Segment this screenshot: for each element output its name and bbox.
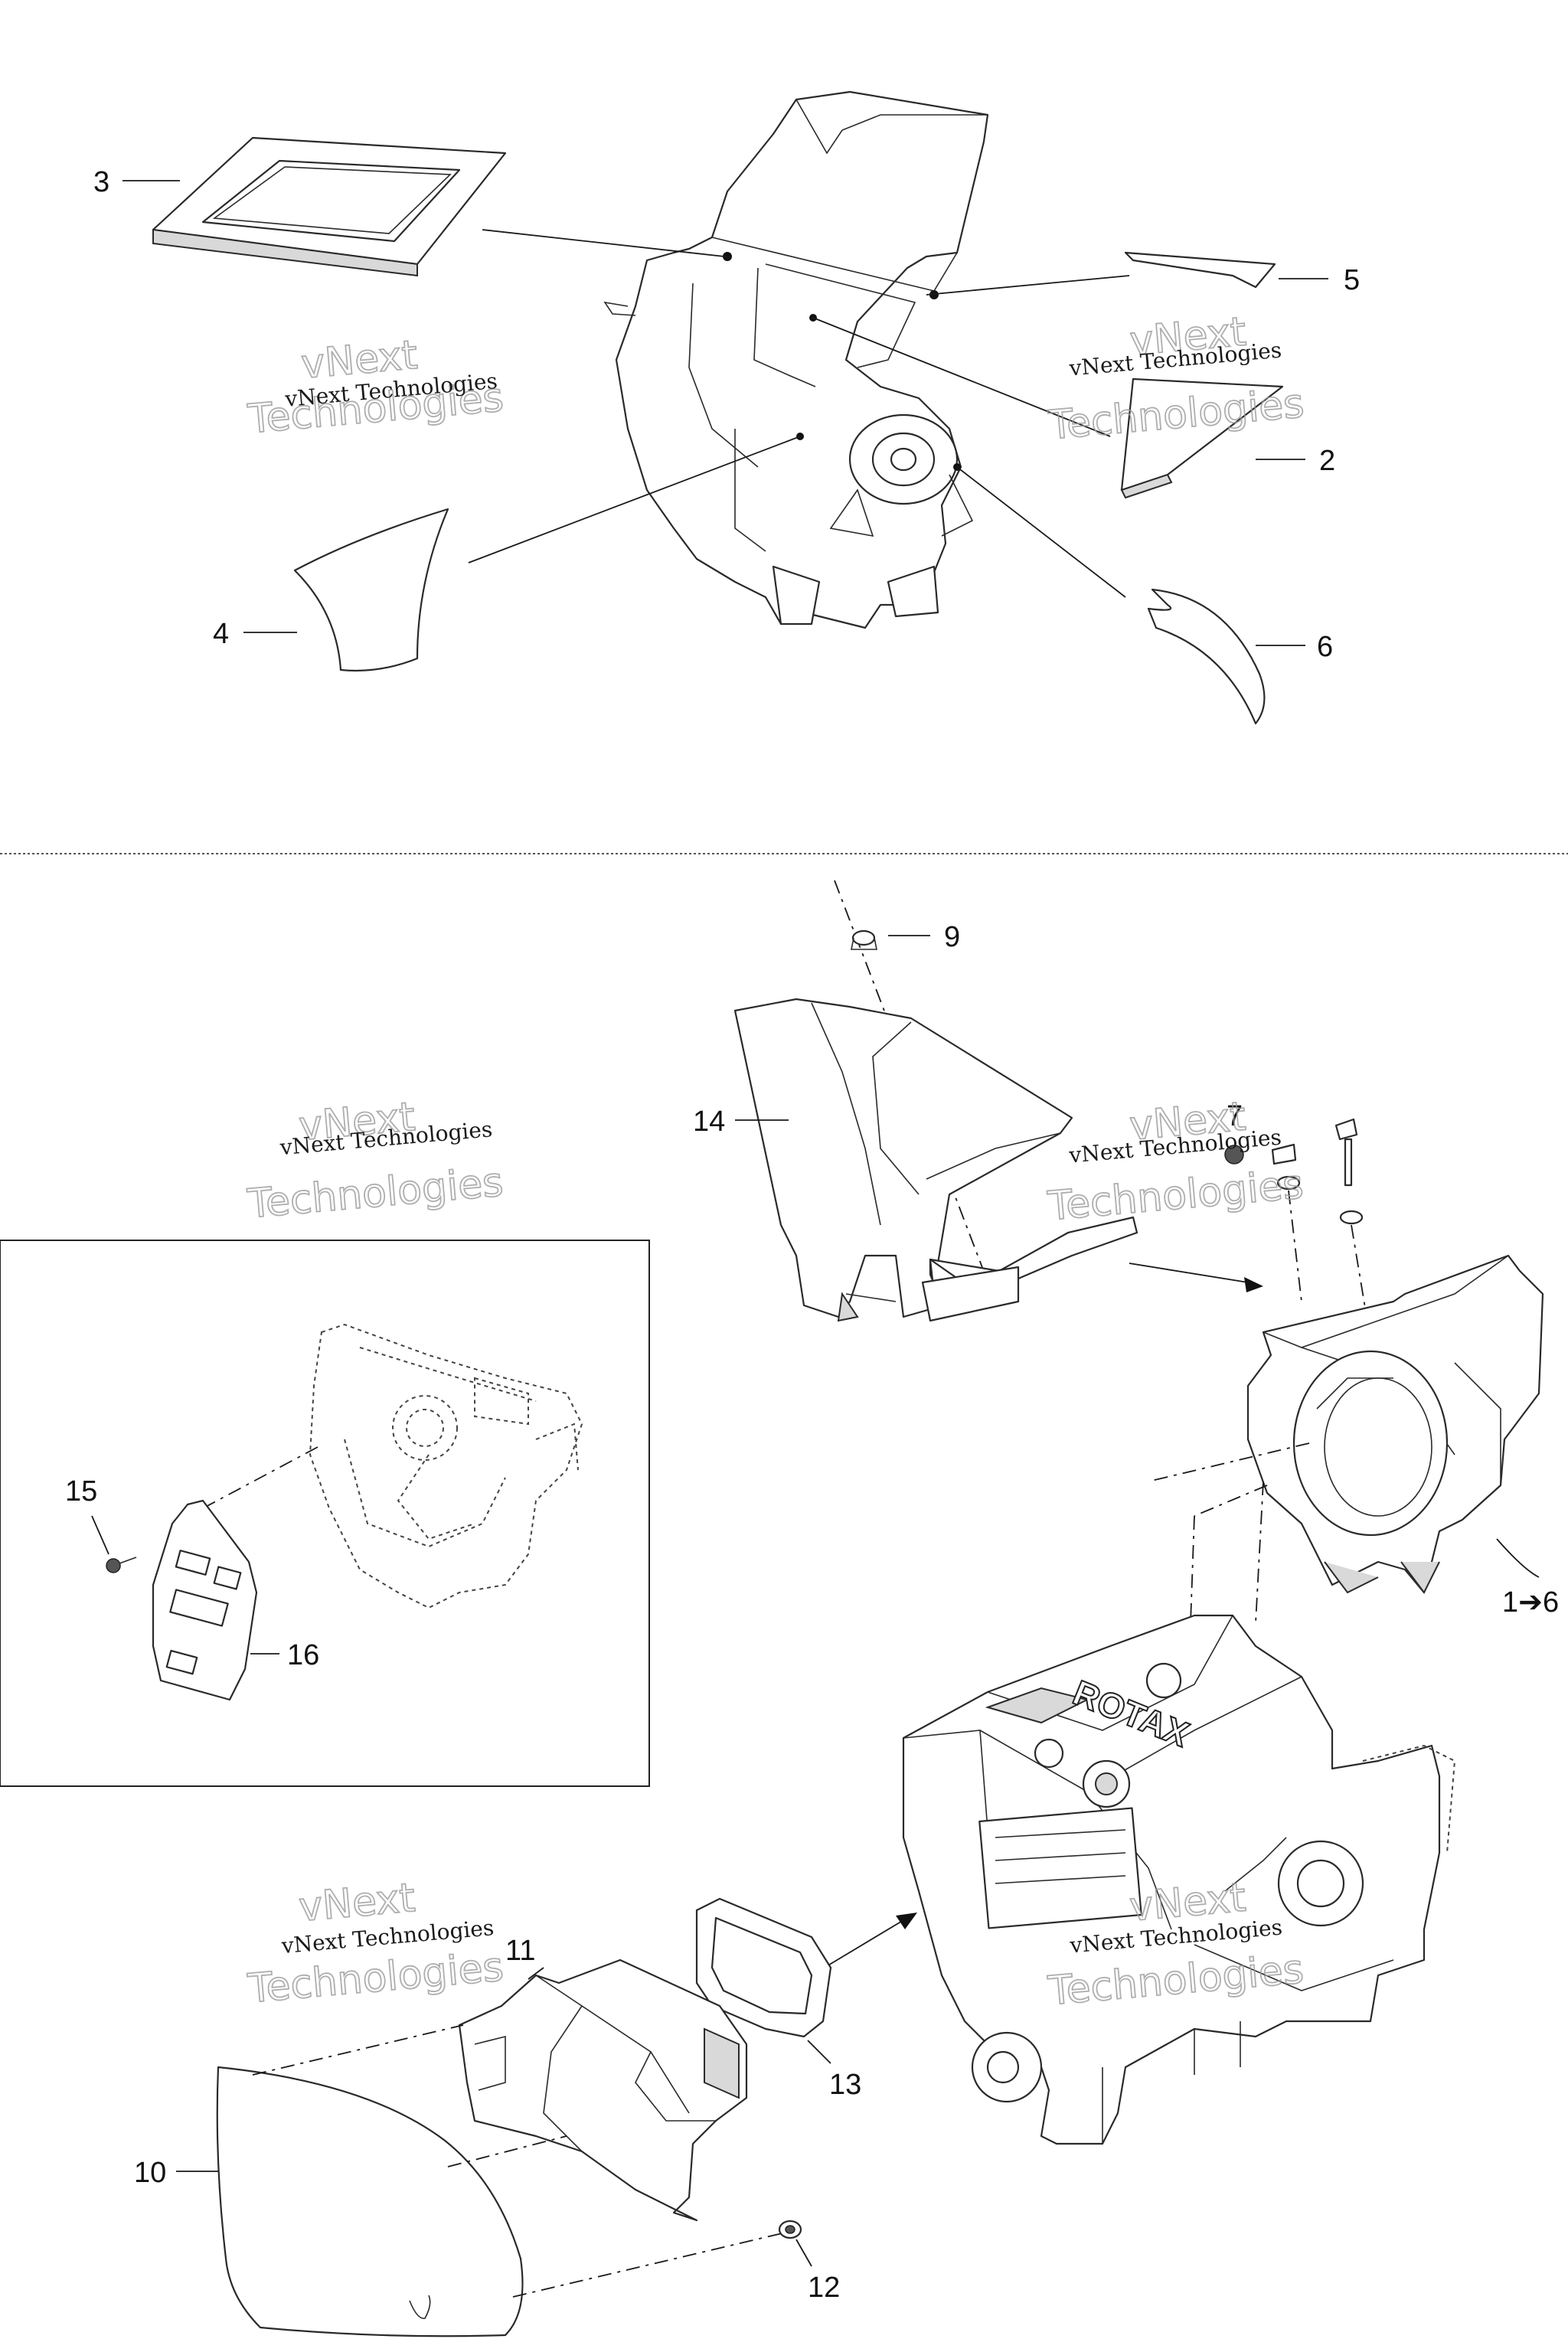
- inset-engine-outline: [309, 1323, 583, 1609]
- part-6-seal: [1147, 588, 1266, 725]
- watermark-3: vNext Technologies vNext Technologies: [245, 1093, 506, 1228]
- part-2-panel: [1120, 377, 1284, 499]
- part-12-grommet: [778, 2220, 802, 2239]
- part-16-plate: [152, 1499, 258, 1701]
- callout-1-to-6: 1➔6: [1502, 1586, 1559, 1619]
- callout-10: 10: [134, 2157, 166, 2189]
- svg-text:Technologies: Technologies: [246, 1159, 505, 1227]
- part-3-filter-frame: [152, 136, 507, 277]
- svg-text:vNext: vNext: [1128, 309, 1248, 365]
- callout-4: 4: [213, 618, 229, 650]
- svg-text:vNext: vNext: [299, 332, 420, 388]
- callout-7: 7: [1227, 1100, 1243, 1132]
- part-9-clip: [851, 929, 877, 950]
- svg-text:vNext: vNext: [297, 1094, 417, 1150]
- callout-2: 2: [1319, 445, 1335, 477]
- svg-text:Technologies: Technologies: [1046, 1161, 1305, 1230]
- engine-assembly: ROTAX: [902, 1614, 1456, 2145]
- filter-pad: [921, 1216, 1138, 1322]
- svg-text:vNext: vNext: [1128, 1875, 1248, 1931]
- part-11-intake: [458, 1958, 748, 2222]
- callout-13: 13: [829, 2069, 861, 2101]
- callout-14: 14: [693, 1106, 725, 1138]
- svg-text:vNext: vNext: [1128, 1094, 1248, 1150]
- callout-6: 6: [1317, 631, 1333, 663]
- callout-5: 5: [1344, 264, 1360, 296]
- part-13-gasket: [695, 1897, 832, 2038]
- inset-box: [0, 1240, 650, 1787]
- callout-15: 15: [65, 1475, 97, 1508]
- callout-16: 16: [287, 1639, 319, 1671]
- fan-housing-assembly: [603, 90, 989, 629]
- part-7-bolt-set: [1224, 1118, 1364, 1225]
- callout-12: 12: [808, 2272, 840, 2304]
- part-14-duct: [733, 998, 1073, 1322]
- part-5-deflector: [1124, 251, 1276, 289]
- watermark-4: vNext Technologies vNext Technologies: [1045, 1093, 1306, 1231]
- part-4-panel: [293, 508, 449, 672]
- svg-text:vNext: vNext: [297, 1875, 417, 1931]
- callout-3: 3: [93, 166, 109, 198]
- fan-housing-assembled: [1246, 1254, 1544, 1594]
- watermark-1: vNext Technologies vNext Technologies: [245, 332, 506, 443]
- part-10-cover: [216, 2066, 524, 2337]
- watermark-5: vNext Technologies vNext Technologies: [245, 1874, 506, 2013]
- watermark-2: vNext Technologies vNext Technologies: [1046, 309, 1307, 450]
- callout-11: 11: [505, 1935, 535, 1967]
- callout-9: 9: [944, 921, 960, 953]
- part-15-screw: [106, 1557, 137, 1573]
